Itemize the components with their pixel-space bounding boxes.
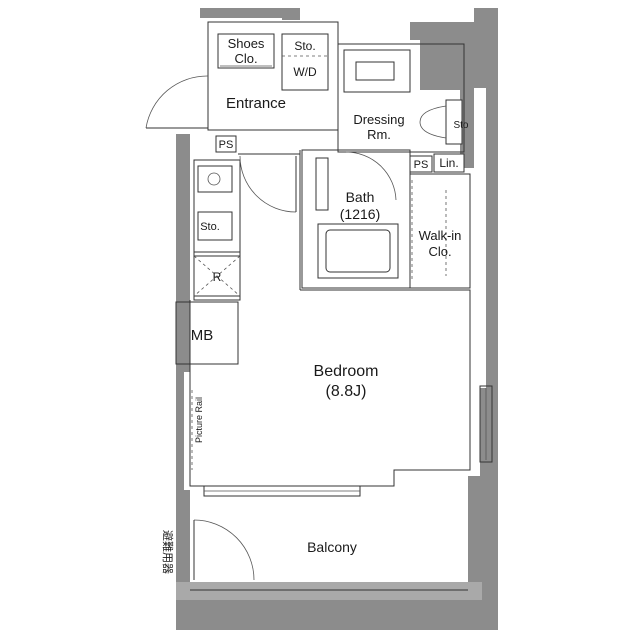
ps-left-box	[215, 135, 237, 153]
doors	[145, 75, 413, 581]
ps-right-box	[409, 155, 433, 173]
bath-label: Bath(1216)	[340, 189, 380, 222]
bedroom-label: Bedroom(8.8J)	[314, 363, 379, 400]
linen-label: Lin.	[439, 156, 458, 170]
linen-box	[433, 153, 465, 173]
ps-right-label: PS	[414, 159, 429, 171]
picture-rail-label: Picture Rail	[194, 397, 204, 443]
vertical-note-label: 避難用器	[161, 530, 175, 574]
ps-left-label: PS	[219, 139, 234, 151]
kitchen-sto-label: Sto.	[200, 221, 220, 233]
mb-label: MB	[191, 327, 214, 344]
wd-label: W/D	[293, 65, 317, 79]
entrance-label: Entrance	[226, 95, 286, 112]
sto-small-label: Sto	[453, 120, 468, 131]
structural-walls	[176, 8, 498, 630]
fridge-label: R	[213, 270, 222, 284]
balcony-label: Balcony	[307, 539, 357, 555]
interior-walls	[175, 21, 493, 591]
fixtures	[191, 33, 463, 470]
storage-label: Sto.	[294, 39, 315, 53]
